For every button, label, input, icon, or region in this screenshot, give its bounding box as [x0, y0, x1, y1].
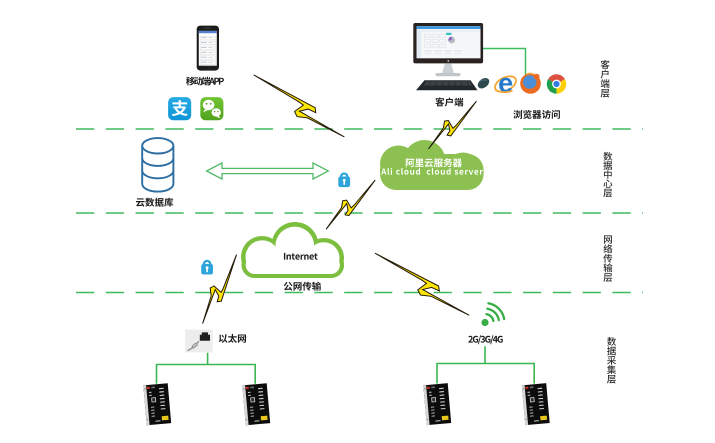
svg-text:e: e	[498, 68, 513, 98]
